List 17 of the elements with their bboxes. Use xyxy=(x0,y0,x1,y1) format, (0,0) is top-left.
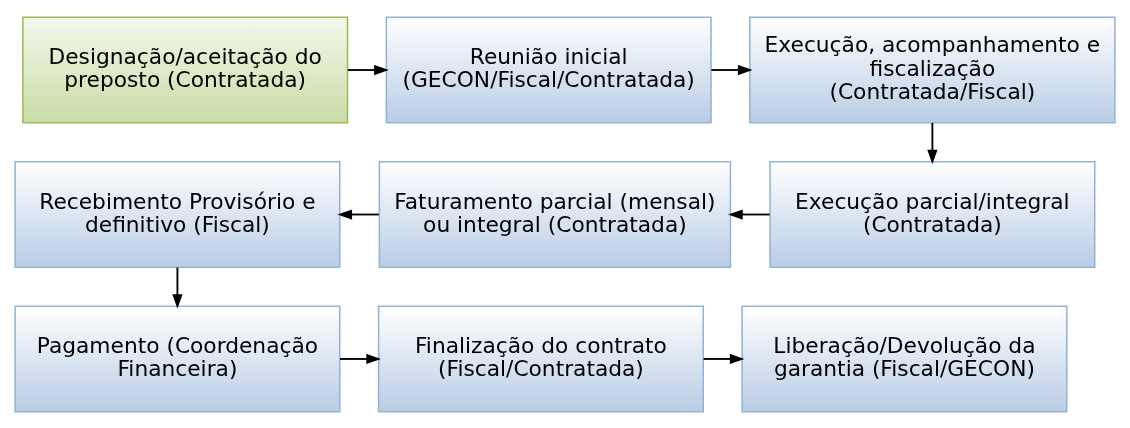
arrow xyxy=(346,64,389,75)
node-box: Finalização do contrato (Fiscal/Contratada) xyxy=(377,304,705,413)
arrow xyxy=(927,121,938,164)
arrow xyxy=(337,208,380,220)
arrow xyxy=(172,266,183,309)
arrow xyxy=(728,208,771,220)
node-box: Execução, acompanhamento e fiscalização (Contratada/Fiscal) xyxy=(749,15,1116,124)
node-box: Reunião inicial (GECON/Fiscal/Contratada) xyxy=(385,15,712,124)
node-box: Faturamento parcial (mensal) ou integral (Contratada) xyxy=(378,160,732,268)
node-box: Pagamento (Coordenação Financeira) xyxy=(14,304,341,413)
node-box: Designação/aceitação do preposto (Contratada) xyxy=(22,15,349,124)
node-box: Recebimento Provisório e definitivo (Fiscal) xyxy=(14,160,341,268)
node-box: Execução parcial/integral (Contratada) xyxy=(769,160,1096,268)
node-box: Liberação/Devolução da garantia (Fiscal/GECON) xyxy=(741,304,1068,413)
arrow xyxy=(339,353,381,364)
arrow xyxy=(710,64,753,75)
arrow xyxy=(702,353,745,364)
